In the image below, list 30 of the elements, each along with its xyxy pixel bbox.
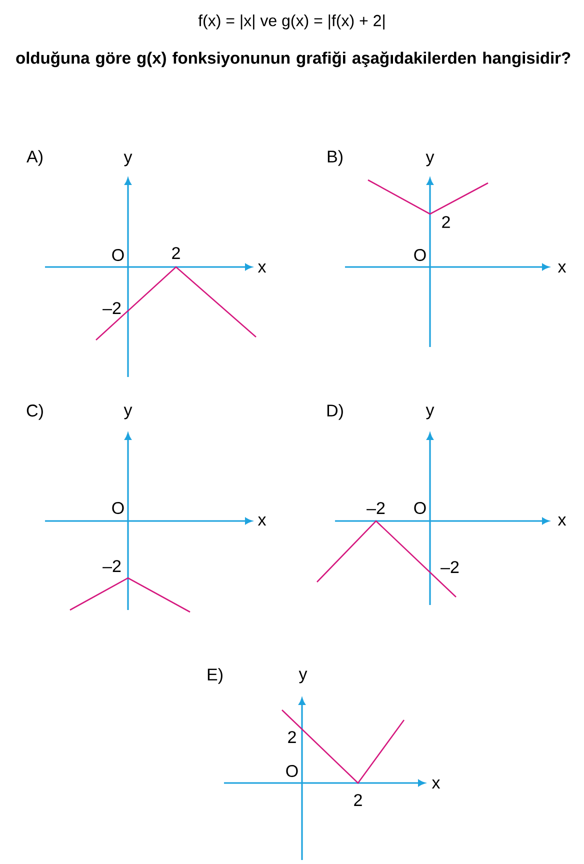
tick-label: –2: [102, 560, 121, 572]
axis-label: x: [258, 264, 266, 272]
option-letter: D): [327, 404, 343, 420]
question-text: olduğuna göre g(x) fonksiyonunun grafiği aşağıdakilerden hangisidir?: [16, 52, 570, 68]
option-letter: E): [208, 668, 222, 684]
tick-label: –2: [440, 561, 459, 573]
option-letter: A): [26, 150, 42, 166]
origin-label: O: [414, 502, 426, 514]
option-letter: C): [26, 404, 43, 420]
origin-label: O: [112, 248, 124, 262]
formula: f(x) = |x| ve g(x) = |f(x) + 2|: [198, 14, 384, 30]
axis-label: x: [258, 516, 266, 526]
axis-label: x: [432, 780, 440, 788]
axis-label: y: [298, 670, 308, 684]
tick-label: 2: [288, 731, 296, 743]
axis-label: y: [426, 406, 434, 420]
axis-label: y: [124, 154, 132, 166]
tick-label: 2: [172, 247, 180, 259]
option-letter: B): [328, 150, 342, 166]
axis-label: x: [558, 516, 566, 526]
axis-label: x: [558, 264, 566, 272]
axis-label: y: [124, 406, 132, 420]
origin-label: O: [112, 502, 124, 514]
tick-label: –2: [102, 302, 121, 314]
tick-label: –2: [366, 502, 385, 514]
origin-label: O: [414, 248, 426, 262]
tick-label: 2: [354, 794, 362, 806]
origin-label: O: [286, 765, 298, 778]
axis-label: y: [426, 154, 434, 166]
tick-label: 2: [442, 216, 450, 228]
